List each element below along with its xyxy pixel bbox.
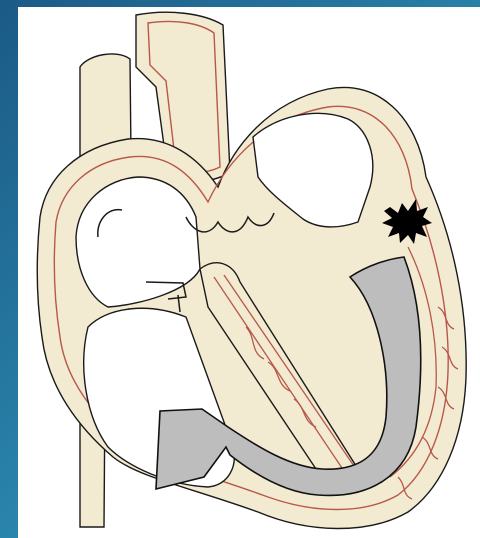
diagram-panel <box>18 7 480 538</box>
heart-diagram <box>18 7 480 538</box>
